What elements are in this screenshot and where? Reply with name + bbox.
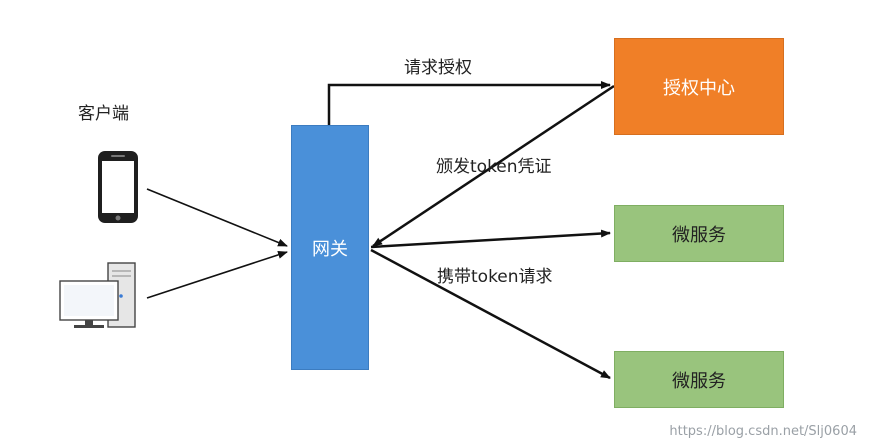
smartphone-icon [98, 151, 138, 223]
edge-label-carry-token: 携带token请求 [437, 267, 553, 287]
gateway-label: 网关 [312, 238, 348, 260]
client-label: 客户端 [78, 104, 129, 124]
microservice-node-2: 微服务 [614, 351, 784, 408]
gateway-node: 网关 [291, 125, 369, 370]
microservice-2-label: 微服务 [672, 370, 726, 392]
edge-computer-to-gateway [146, 251, 288, 299]
auth-center-node: 授权中心 [614, 38, 784, 135]
edge-issue-token [372, 84, 615, 248]
edge-to-service-1 [370, 229, 611, 249]
edge-request-auth [327, 81, 611, 125]
microservice-node-1: 微服务 [614, 205, 784, 262]
auth-center-label: 授权中心 [663, 77, 735, 99]
edge-label-issue-token: 颁发token凭证 [436, 157, 552, 177]
edge-phone-to-gateway [146, 188, 288, 247]
edge-label-request-auth: 请求授权 [404, 58, 472, 78]
watermark-text: https://blog.csdn.net/Slj0604 [669, 424, 857, 439]
edge-to-service-2 [370, 248, 611, 380]
microservice-1-label: 微服务 [672, 224, 726, 246]
desktop-computer-icon [59, 262, 136, 328]
